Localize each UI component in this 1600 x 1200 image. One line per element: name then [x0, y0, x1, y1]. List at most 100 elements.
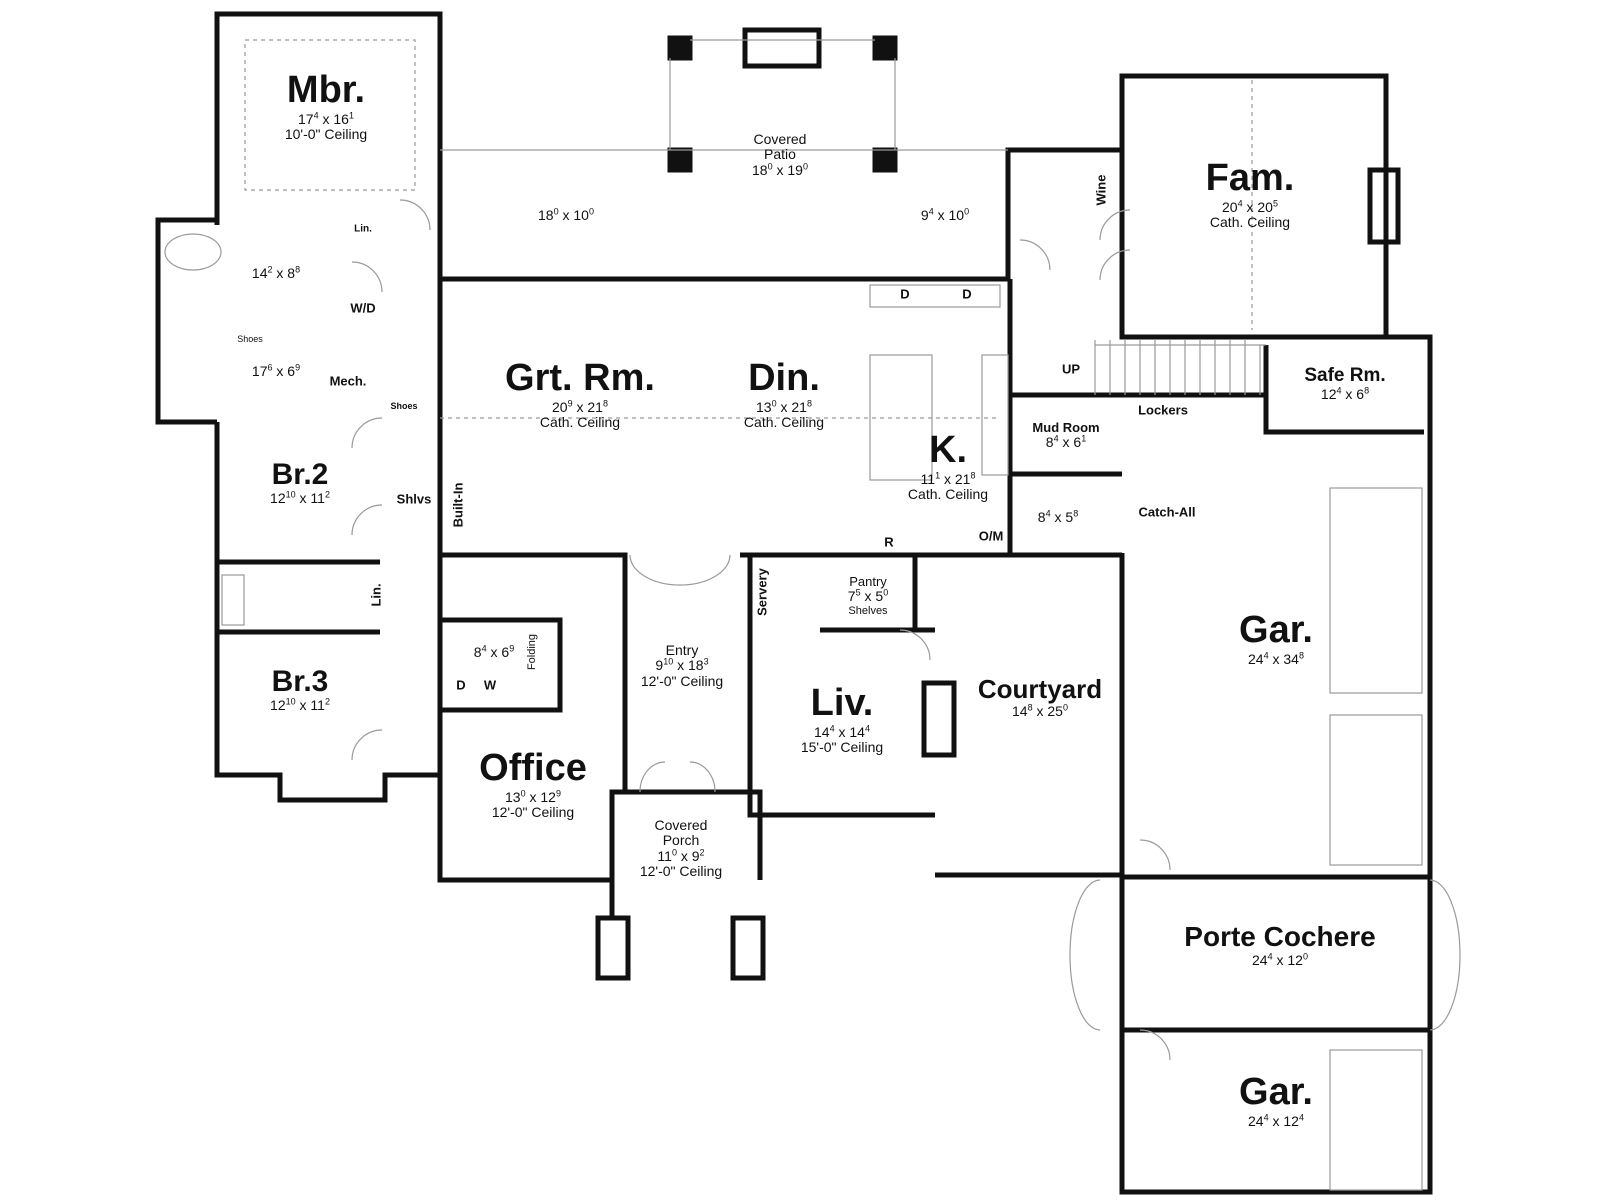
room-patio-right: 94 x 100 — [920, 206, 970, 223]
room-name: Safe Rm. — [1304, 365, 1386, 386]
room-br2: Br.2 1210 x 112 — [270, 458, 330, 506]
room-dimensions: 84 x 58 — [1037, 508, 1079, 525]
tag-refrigerator: R — [884, 534, 894, 550]
tag-shelves: Shlvs — [396, 491, 432, 507]
room-name: Pantry — [849, 574, 887, 589]
ceiling-note: 10'-0" Ceiling — [284, 126, 368, 143]
ceiling-note: 12'-0" Ceiling — [491, 804, 575, 821]
room-catch-all: 84 x 58 — [1037, 508, 1079, 525]
room-closet: 176 x 69 — [251, 362, 301, 379]
room-name: Gar. — [1239, 1071, 1313, 1113]
tag-linen-2: Lin. — [368, 583, 384, 607]
tag-mech: Mech. — [329, 373, 367, 389]
room-dimensions: 244 x 120 — [1252, 951, 1308, 968]
room-dimensions: 180 x 190 — [752, 161, 808, 178]
tag-dryer: D — [456, 677, 466, 693]
room-dimensions: 174 x 161 — [298, 110, 354, 127]
room-name: Br.2 — [271, 458, 329, 491]
room-name: Mud Room — [1032, 420, 1100, 435]
room-dimensions: 1210 x 112 — [270, 489, 330, 506]
room-name: Porte Cochere — [1184, 921, 1376, 952]
tag-washer-dryer: W/D — [350, 300, 376, 316]
ceiling-note: Cath. Ceiling — [539, 414, 621, 431]
room-dimensions: 244 x 124 — [1248, 1112, 1304, 1129]
room-name: K. — [929, 429, 967, 471]
room-safe-room: Safe Rm. 124 x 68 — [1304, 365, 1386, 402]
tag-dishwasher-1: D — [900, 286, 910, 302]
room-dimensions: 180 x 100 — [538, 206, 594, 223]
room-pantry: Pantry 75 x 50 Shelves — [847, 574, 889, 617]
room-kitchen: K. 111 x 218 Cath. Ceiling — [908, 429, 988, 503]
room-dimensions: 111 x 218 — [920, 470, 976, 487]
ceiling-note: Cath. Ceiling — [1209, 214, 1291, 231]
room-name: Porch — [662, 832, 700, 849]
room-dimensions: 209 x 218 — [552, 398, 608, 415]
room-covered-porch: Covered Porch 110 x 92 12'-0" Ceiling — [640, 817, 722, 880]
tag-washer: W — [483, 677, 497, 693]
room-entry: Entry 910 x 183 12'-0" Ceiling — [640, 642, 724, 689]
room-patio-left: 180 x 100 — [538, 206, 594, 223]
room-dimensions: 144 x 144 — [814, 723, 870, 740]
room-name: Liv. — [810, 682, 874, 724]
room-master-bath: 142 x 88 — [251, 264, 301, 281]
exterior-walls — [155, 11, 1433, 1195]
room-dimensions: 142 x 88 — [251, 264, 301, 281]
room-dimensions: 75 x 50 — [847, 587, 889, 605]
room-br3: Br.3 1210 x 112 — [270, 665, 330, 713]
tag-lockers: Lockers — [1138, 402, 1188, 418]
ceiling-note: Cath. Ceiling — [743, 414, 825, 431]
room-name: Mbr. — [286, 69, 366, 111]
room-dimensions: 176 x 69 — [251, 362, 301, 379]
ceiling-note: 12'-0" Ceiling — [640, 672, 724, 689]
room-porte-cochere: Porte Cochere 244 x 120 — [1184, 921, 1376, 968]
pantry-shelves: Shelves — [848, 604, 888, 617]
room-garage-2: Gar. 244 x 124 — [1239, 1071, 1313, 1129]
room-dimensions: 84 x 69 — [473, 643, 515, 660]
room-name: Din. — [748, 357, 820, 399]
tag-servery: Servery — [754, 568, 770, 616]
tag-up: UP — [1061, 361, 1081, 377]
room-name: Covered — [753, 131, 807, 147]
room-covered-patio: Covered Patio 180 x 190 — [752, 131, 808, 178]
room-courtyard: Courtyard 148 x 250 — [978, 675, 1102, 719]
interior-lines — [164, 39, 1461, 1191]
room-name: Fam. — [1205, 157, 1295, 199]
tag-catch-all: Catch-All — [1138, 504, 1196, 520]
tag-built-in: Built-In — [450, 482, 466, 528]
room-name: Patio — [764, 146, 796, 163]
room-name: Grt. Rm. — [505, 357, 655, 399]
tag-wine: Wine — [1093, 174, 1109, 206]
room-dimensions: 204 x 205 — [1222, 198, 1278, 215]
tag-folding: Folding — [526, 633, 538, 671]
room-mud-room: Mud Room 84 x 61 — [1032, 420, 1100, 451]
room-name: Courtyard — [977, 674, 1103, 704]
room-office: Office 130 x 129 12'-0" Ceiling — [479, 747, 587, 821]
room-dimensions: 130 x 129 — [505, 788, 561, 805]
tag-oven-microwave: O/M — [978, 528, 1004, 544]
room-great-room: Grt. Rm. 209 x 218 Cath. Ceiling — [505, 357, 655, 431]
room-dimensions: 130 x 218 — [756, 398, 812, 415]
room-dimensions: 148 x 250 — [1012, 701, 1068, 719]
room-dimensions: 94 x 100 — [920, 206, 970, 223]
room-dimensions: 110 x 92 — [657, 847, 705, 864]
room-dimensions: 1210 x 112 — [270, 696, 330, 713]
tag-shoes: Shoes — [237, 334, 263, 344]
room-dimensions: 244 x 348 — [1248, 650, 1304, 667]
room-name: Entry — [665, 642, 699, 658]
room-dimensions: 910 x 183 — [655, 656, 709, 674]
room-name: Gar. — [1239, 609, 1313, 651]
room-living: Liv. 144 x 144 15'-0" Ceiling — [800, 682, 884, 756]
room-name: Br.3 — [271, 665, 329, 698]
room-name: Office — [479, 747, 587, 789]
room-mbr: Mbr. 174 x 161 10'-0" Ceiling — [284, 69, 368, 143]
tag-shoes-2: Shoes — [390, 401, 418, 411]
room-name: Covered — [654, 817, 708, 833]
ceiling-note: 15'-0" Ceiling — [800, 739, 884, 756]
tag-linen: Lin. — [354, 223, 372, 235]
room-dimensions: 124 x 68 — [1320, 385, 1370, 402]
tag-dishwasher-2: D — [962, 286, 972, 302]
room-dining: Din. 130 x 218 Cath. Ceiling — [743, 357, 825, 431]
room-garage-1: Gar. 244 x 348 — [1239, 609, 1313, 667]
room-dimensions: 84 x 61 — [1045, 433, 1087, 451]
